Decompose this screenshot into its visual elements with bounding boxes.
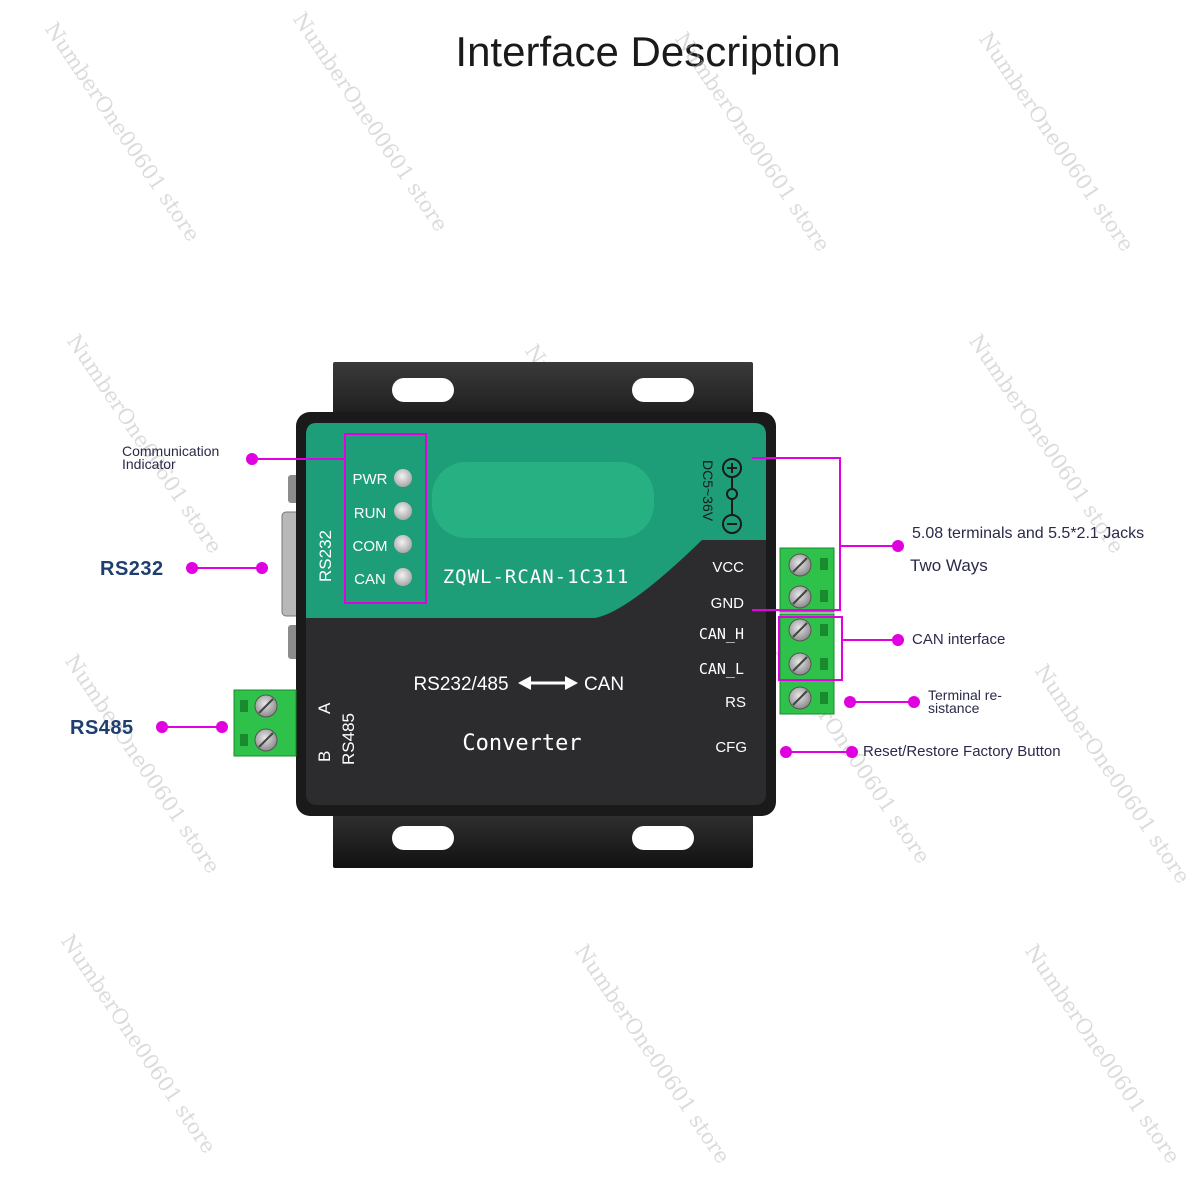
conversion-left-label: RS232/485 <box>413 674 508 695</box>
double-arrow-icon <box>518 676 578 690</box>
led-can <box>394 568 412 586</box>
led-label-com: COM <box>353 538 388 555</box>
can-terminal-block <box>779 613 835 715</box>
callout-terminal-resistance: Terminal re-sistance <box>928 687 1002 716</box>
rs485-panel-label: RS485 <box>339 713 358 765</box>
led-run <box>394 502 412 520</box>
conversion-right-label: CAN <box>584 674 624 695</box>
page-title: Interface Description <box>455 28 841 75</box>
rs485-pin-b-label: B <box>315 751 334 762</box>
callout-can-interface: CAN interface <box>912 631 1006 648</box>
indicator-highlight-box <box>344 433 427 604</box>
model-name: ZQWL-RCAN-1C311 <box>443 566 630 588</box>
power-jack-icon <box>722 458 742 534</box>
power-voltage-label: DC5~36V <box>700 460 716 522</box>
panel-highlight <box>432 462 654 538</box>
callout-communication-indicator: Communication Indicator <box>122 443 220 472</box>
rs232-panel-label: RS232 <box>316 530 335 582</box>
callout-dots <box>156 453 920 758</box>
callout-rs232: RS232 <box>100 558 164 580</box>
terminal-label-vcc: VCC <box>712 559 744 576</box>
led-indicators <box>394 469 412 586</box>
callout-reset-button: Reset/Restore Factory Button <box>863 743 1061 760</box>
led-label-can: CAN <box>354 571 386 588</box>
terminal-label-gnd: GND <box>711 595 745 612</box>
led-label-pwr: PWR <box>353 471 388 488</box>
terminal-label-can-h: CAN_H <box>699 625 744 643</box>
converter-label: Converter <box>462 731 581 756</box>
terminal-label-rs: RS <box>725 694 746 711</box>
rs485-terminal-block <box>233 689 297 757</box>
power-highlight-box <box>752 457 841 611</box>
callout-markers <box>162 433 914 753</box>
led-pwr <box>394 469 412 487</box>
terminal-label-cfg: CFG <box>715 739 747 756</box>
terminal-label-can-l: CAN_L <box>699 660 744 678</box>
power-terminal-block <box>779 547 835 613</box>
can-highlight-box <box>778 616 843 681</box>
rs485-pin-a-label: A <box>315 702 334 714</box>
callout-rs485: RS485 <box>70 717 134 739</box>
callout-terminals-jacks: 5.08 terminals and 5.5*2.1 Jacks <box>912 525 1145 542</box>
led-label-run: RUN <box>354 505 387 522</box>
led-com <box>394 535 412 553</box>
callout-two-ways: Two Ways <box>910 556 988 575</box>
